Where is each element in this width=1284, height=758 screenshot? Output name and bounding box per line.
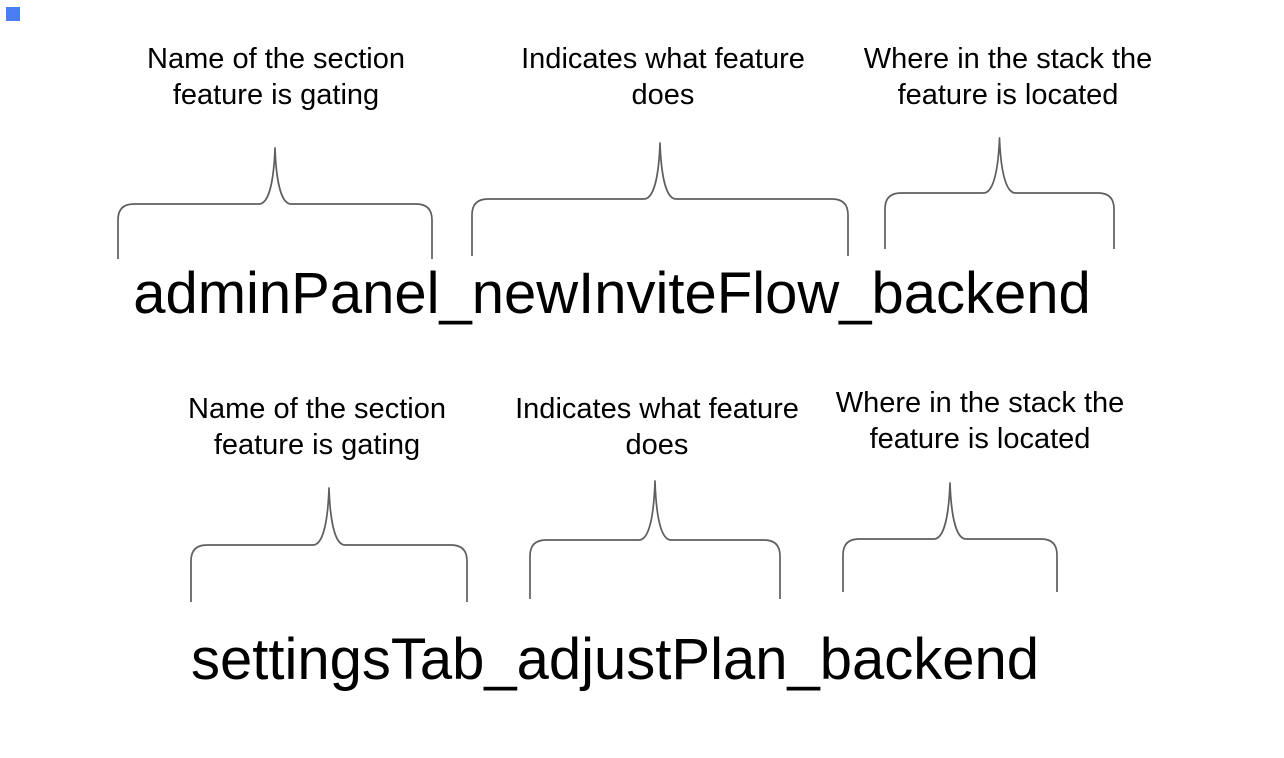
annotation-section-name: Name of the section feature is gating — [147, 391, 487, 463]
annotation-section-name: Name of the section feature is gating — [106, 41, 446, 113]
curly-brace-icon — [842, 482, 1058, 592]
annotation-line: Indicates what feature — [515, 393, 799, 425]
annotation-line: does — [625, 429, 689, 461]
annotation-line: Name of the section — [188, 393, 446, 425]
annotation-line: Where in the stack the — [835, 387, 1125, 419]
feature-flag-name: settingsTab_adjustPlan_backend — [190, 627, 1040, 692]
annotation-line: does — [631, 79, 695, 111]
curly-brace-icon — [529, 480, 781, 599]
curly-brace-icon — [190, 487, 468, 602]
annotation-line: feature is located — [897, 79, 1119, 111]
corner-cursor-marker — [6, 7, 20, 21]
annotation-line: Indicates what feature — [521, 43, 805, 75]
curly-brace-icon — [471, 142, 849, 256]
annotation-line: feature is gating — [213, 429, 421, 461]
curly-brace-icon — [117, 147, 433, 259]
annotation-feature-action: Indicates what feature does — [493, 41, 833, 113]
annotation-stack-location: Where in the stack the feature is locate… — [810, 385, 1150, 457]
annotation-feature-action: Indicates what feature does — [487, 391, 827, 463]
feature-flag-name: adminPanel_newInviteFlow_backend — [133, 261, 1091, 326]
curly-brace-icon — [884, 137, 1115, 249]
annotation-line: feature is gating — [172, 79, 380, 111]
annotation-stack-location: Where in the stack the feature is locate… — [838, 41, 1178, 113]
annotation-line: Name of the section — [147, 43, 405, 75]
annotation-line: feature is located — [869, 423, 1091, 455]
annotation-line: Where in the stack the — [863, 43, 1153, 75]
